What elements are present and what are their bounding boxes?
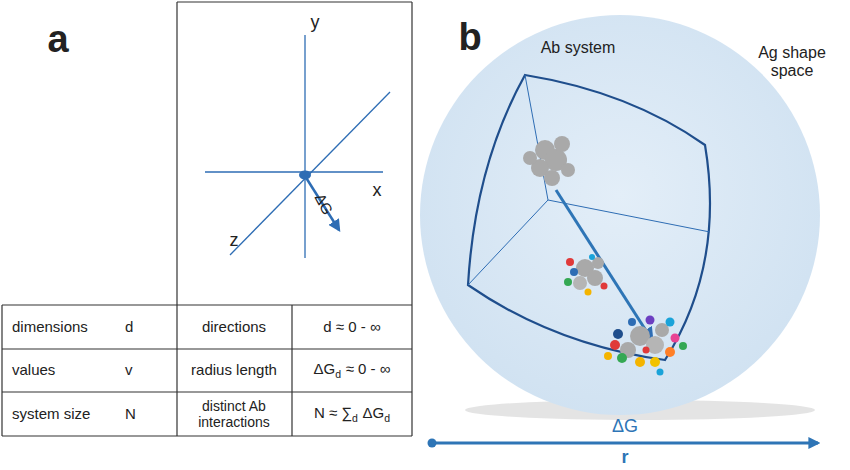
axis-label: r [621,447,628,468]
label-text: radius length [191,361,277,378]
label-text: ΔG [314,360,336,377]
label-text: z [230,230,239,250]
panel-letter: b [458,16,481,60]
table-cell: ΔGd ≈ 0 - ∞ [314,360,391,380]
table-cell: system size [12,405,90,422]
label-text: Ab system [541,39,616,56]
table-cell: dimensions [12,318,88,335]
label-text: ≈ 0 - ∞ [346,360,391,377]
table-cell: d [125,318,133,335]
table-cell: distinct Ab interactions [180,398,288,430]
antibody-molecule [523,136,575,186]
label-text: v [125,361,133,378]
label-text: b [458,16,481,58]
label-text: d [384,412,390,424]
label-text: y [311,12,320,32]
origin-dot [299,171,311,180]
label-text: ΔG [612,416,638,436]
panel-letter: a [47,18,68,62]
sector-lines [468,75,710,285]
label-text: d [352,412,358,424]
axis-label: x [373,180,382,201]
antibody-cluster [564,254,608,296]
table-cell: N [125,405,136,422]
table-cell: radius length [191,361,277,378]
delta-g-vector [305,176,339,230]
antibody-cluster [604,316,687,376]
shape-space-sphere [420,15,820,415]
axis-label: ΔG [612,416,638,437]
label-text: directions [202,318,266,335]
label-text: r [621,447,628,467]
label-text: N ≈ ∑ [314,404,352,421]
label-text: N [125,405,136,422]
label-text: ΔG [362,404,384,421]
label-text: ΔG [312,190,337,217]
table-frame [2,2,412,436]
label-text: a [47,18,68,60]
label-text: system size [12,405,90,422]
label-text: Ag shape space [758,44,826,79]
table-cell: directions [202,318,266,335]
region-label: Ab system [541,39,616,57]
table-cell: N ≈ ∑dΔGd [314,404,390,424]
maturation-arrow [556,190,652,340]
table-cell: v [125,361,133,378]
axis-label: y [311,12,320,33]
vector-label: ΔG [311,190,336,217]
label-text: d [125,318,133,335]
axis-label: z [230,230,239,251]
region-label: Ag shape space [746,44,838,81]
label-text: d [335,368,341,380]
table-cell: d ≈ 0 - ∞ [323,318,380,335]
label-text: distinct Ab interactions [198,398,270,430]
axis-origin [428,439,437,448]
label-text: values [12,361,55,378]
label-text: x [373,180,382,200]
radius-axis [432,442,818,445]
label-text: dimensions [12,318,88,335]
label-text: d ≈ 0 - ∞ [323,318,380,335]
ab-system-sector [468,75,710,360]
axes [205,35,390,258]
table-cell: values [12,361,55,378]
